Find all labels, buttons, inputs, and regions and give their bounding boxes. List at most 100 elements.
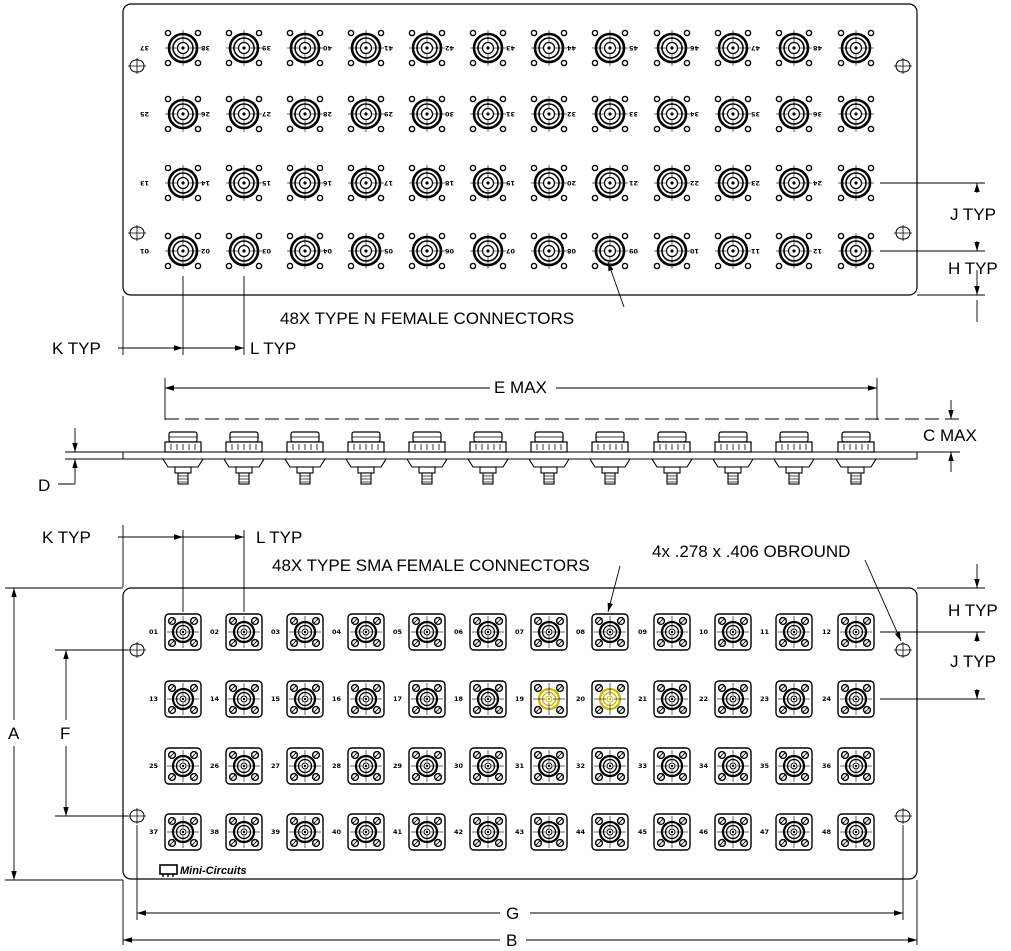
rear-port-number: 19 xyxy=(515,695,525,703)
n-connector: 12 xyxy=(813,232,875,270)
sma-connector: 44 xyxy=(576,813,629,851)
n-connector: 04 xyxy=(322,232,385,270)
rear-port-number: 12 xyxy=(822,628,831,636)
n-connector: 34 xyxy=(689,95,752,133)
sma-connector: 09 xyxy=(638,613,691,651)
side-connector xyxy=(528,431,570,485)
n-connector: 37 xyxy=(140,29,202,67)
n-connector: 26 xyxy=(200,95,263,133)
n-connector: 01 xyxy=(139,232,202,270)
sma-connector: 02 xyxy=(210,613,263,651)
sma-connector: 30 xyxy=(454,747,507,785)
n-connector: 30 xyxy=(444,95,507,133)
front-port-number: 45 xyxy=(628,44,638,52)
rear-mounting-holes xyxy=(128,642,912,824)
sma-connector: 24 xyxy=(822,680,875,718)
sma-connector: 20 xyxy=(576,680,629,718)
sma-connector: 10 xyxy=(699,613,752,651)
rear-port-number: 40 xyxy=(332,828,342,836)
rear-port-number: 48 xyxy=(822,828,832,836)
rear-port-number: 46 xyxy=(699,828,709,836)
mounting-hole xyxy=(128,225,146,241)
sma-connector: 38 xyxy=(210,813,263,851)
side-connector xyxy=(345,431,387,485)
front-port-number: 26 xyxy=(200,110,210,118)
front-port-number: 17 xyxy=(384,179,393,187)
sma-connector: 42 xyxy=(454,813,507,851)
front-port-number: 22 xyxy=(690,179,699,187)
front-mounting-holes xyxy=(128,58,912,241)
rear-k-typ-label: K TYP xyxy=(42,528,91,547)
n-connector: 47 xyxy=(751,29,813,67)
sma-connector: 45 xyxy=(638,813,691,851)
n-connector: 15 xyxy=(261,164,324,202)
rear-port-number: 33 xyxy=(638,762,647,770)
n-connector: 16 xyxy=(322,164,385,202)
sma-connector: 08 xyxy=(576,613,629,651)
sma-connector: 18 xyxy=(454,680,507,718)
sma-connector: 47 xyxy=(760,813,813,851)
side-connector xyxy=(835,431,877,485)
front-port-number: 46 xyxy=(689,44,699,52)
rear-port-number: 09 xyxy=(638,628,648,636)
front-port-number: 12 xyxy=(813,247,822,255)
sma-connector: 11 xyxy=(760,613,813,651)
front-port-number: 18 xyxy=(444,179,454,187)
rear-port-number: 35 xyxy=(760,762,770,770)
sma-connector: 33 xyxy=(638,747,691,785)
front-port-number: 24 xyxy=(812,179,822,187)
sma-connector: 46 xyxy=(699,813,752,851)
n-connector: 22 xyxy=(690,164,752,202)
front-port-number: 35 xyxy=(750,110,760,118)
front-port-number: 08 xyxy=(566,247,576,255)
front-port-number: 01 xyxy=(139,247,149,255)
rear-port-number: 10 xyxy=(699,628,709,636)
e-max-label: E MAX xyxy=(494,378,547,397)
rear-port-number: 06 xyxy=(454,628,464,636)
mounting-hole xyxy=(894,225,912,241)
front-panel xyxy=(122,3,918,296)
side-connector xyxy=(406,431,448,485)
sma-connector: 16 xyxy=(332,680,385,718)
front-port-number: 39 xyxy=(261,44,271,52)
rear-port-number: 20 xyxy=(576,695,586,703)
sma-connector: 22 xyxy=(699,680,752,718)
mounting-hole xyxy=(128,58,146,74)
sma-connector: 13 xyxy=(149,680,202,718)
rear-port-number: 24 xyxy=(822,695,832,703)
sma-connector: 43 xyxy=(515,813,568,851)
sma-connector: 23 xyxy=(760,680,813,718)
rear-port-number: 31 xyxy=(515,762,525,770)
front-h-typ-label: H TYP xyxy=(948,259,998,278)
mounting-hole xyxy=(128,642,146,658)
sma-connector: 41 xyxy=(393,813,446,851)
n-connector: 27 xyxy=(262,95,324,133)
rear-port-number: 21 xyxy=(638,695,648,703)
front-j-typ-label: J TYP xyxy=(950,205,996,224)
front-port-number: 48 xyxy=(812,44,822,52)
rear-port-number: 16 xyxy=(332,695,342,703)
g-label: G xyxy=(506,904,519,923)
n-connector: 39 xyxy=(261,29,324,67)
rear-port-number: 03 xyxy=(271,628,280,636)
n-connector: 24 xyxy=(812,164,875,202)
front-port-number: 43 xyxy=(506,44,515,52)
front-port-number: 07 xyxy=(506,247,515,255)
side-panel-plate xyxy=(122,451,918,460)
n-connector: 10 xyxy=(689,232,752,270)
front-port-number: 15 xyxy=(261,179,271,187)
rear-panel xyxy=(122,587,918,880)
n-connector: 29 xyxy=(383,95,446,133)
rear-port-number: 32 xyxy=(576,762,585,770)
rear-l-typ-label: L TYP xyxy=(256,528,302,547)
n-connector: 45 xyxy=(628,29,691,67)
n-connector: 02 xyxy=(201,232,263,270)
n-connector: 11 xyxy=(750,232,813,270)
front-port-number: 06 xyxy=(444,247,454,255)
rear-port-number: 44 xyxy=(576,828,586,836)
front-port-number: 29 xyxy=(383,110,393,118)
side-connector xyxy=(651,431,693,485)
sma-connector: 34 xyxy=(699,747,752,785)
rear-port-number: 43 xyxy=(515,828,524,836)
